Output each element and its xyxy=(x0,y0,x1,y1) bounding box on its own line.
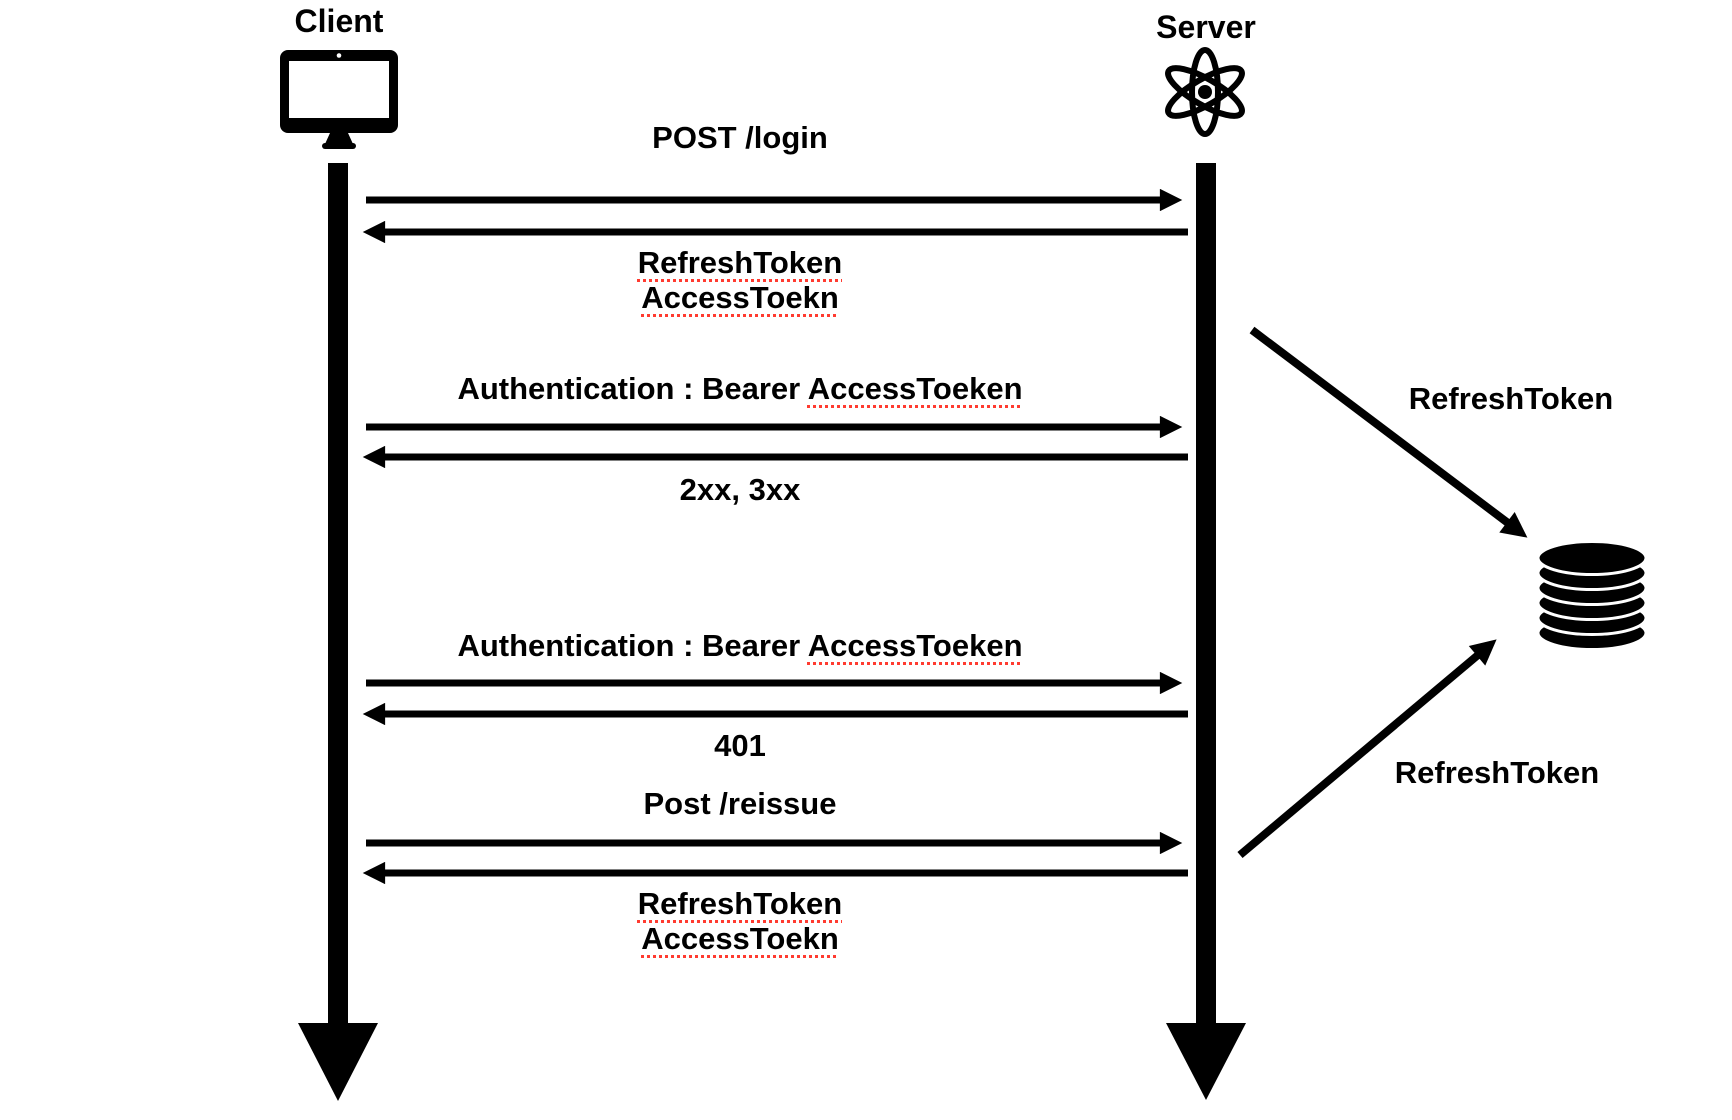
message-login-response: RefreshToken AccessToekn xyxy=(637,245,843,315)
message-auth-response-2: 401 xyxy=(714,728,766,763)
message-auth-response-1: 2xx, 3xx xyxy=(679,472,801,507)
server-lifeline-arrowhead xyxy=(1166,1023,1246,1100)
annotation-load-refresh-token: RefreshToken xyxy=(1394,755,1600,790)
client-lifeline xyxy=(298,163,378,1101)
atom-icon xyxy=(1165,47,1245,137)
arrow-load-refresh-token xyxy=(1237,639,1497,859)
message-reissue-response: RefreshToken AccessToekn xyxy=(637,886,843,956)
message-login-request: POST /login xyxy=(652,120,828,155)
monitor-stand xyxy=(325,133,353,144)
monitor-icon xyxy=(280,50,398,149)
message-auth-request-1: Authentication : Bearer AccessToeken xyxy=(457,371,1023,406)
client-lifeline-arrowhead xyxy=(298,1023,378,1101)
actor-title-server: Server xyxy=(1156,9,1256,45)
atom-nucleus xyxy=(1198,85,1212,99)
actor-title-client: Client xyxy=(294,3,384,39)
monitor-camera-dot xyxy=(336,53,342,58)
monitor-base xyxy=(322,143,356,149)
message-auth-request-2: Authentication : Bearer AccessToeken xyxy=(457,628,1023,663)
annotation-store-refresh-token: RefreshToken xyxy=(1408,381,1614,416)
monitor-screen xyxy=(289,61,389,118)
database-icon xyxy=(1536,540,1648,651)
message-reissue-request: Post /reissue xyxy=(643,786,837,821)
server-lifeline xyxy=(1166,163,1246,1100)
arrow-store-refresh-token xyxy=(1249,326,1528,538)
